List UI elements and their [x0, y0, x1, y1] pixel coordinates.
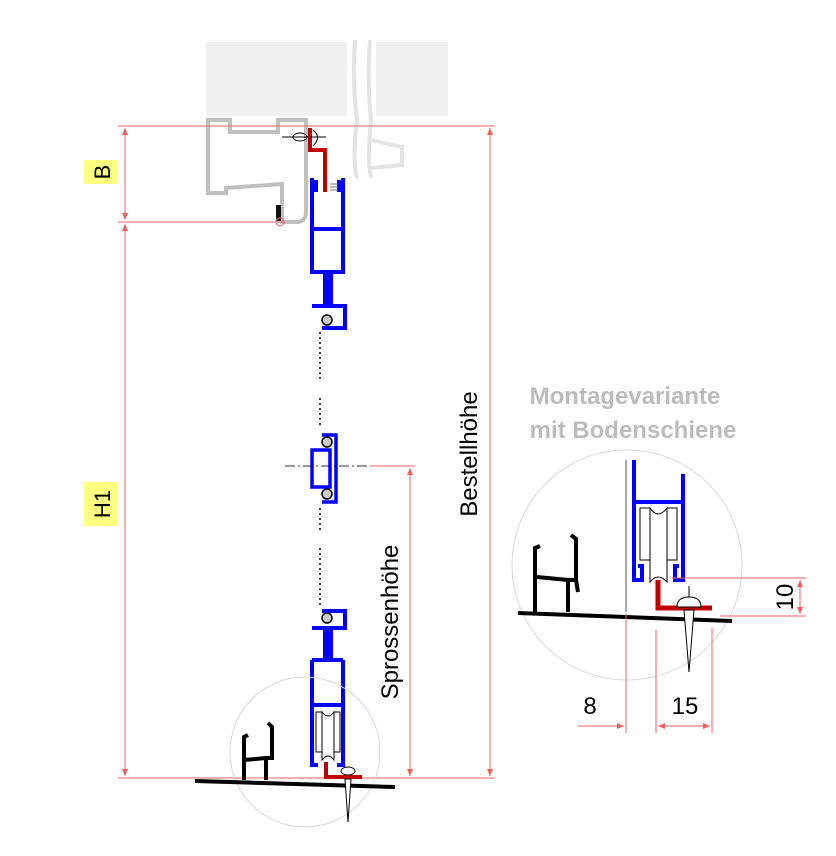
- variant-title-line-1: Montagevariante: [530, 383, 721, 410]
- bottom-profile: [310, 609, 347, 767]
- top-felt: [330, 183, 338, 191]
- detail-marker-circle: [229, 676, 381, 828]
- middle-connector: [310, 433, 338, 504]
- window-frame: [206, 39, 448, 224]
- bar-height-label: Sprossenhöhe: [377, 545, 404, 700]
- floor-line: [194, 779, 396, 789]
- dim-15-label: 15: [672, 693, 699, 720]
- detail-view: [511, 449, 743, 681]
- dimension-lines: [118, 125, 495, 779]
- floor-rail: [242, 721, 274, 780]
- b-label-highlight: [84, 160, 118, 184]
- h1-label-highlight: [84, 482, 118, 526]
- bottom-roller: [315, 710, 341, 762]
- order-height-label: Bestellhöhe: [456, 391, 483, 516]
- top-bracket: [282, 128, 327, 192]
- detail-dimension-lines: [578, 577, 806, 733]
- variant-title-line-2: mit Bodenschiene: [530, 417, 737, 444]
- floor-bracket: [324, 762, 362, 779]
- dim-10-label: 10: [772, 584, 799, 611]
- top-profile: [310, 178, 347, 330]
- h1-label: H1: [90, 490, 115, 518]
- dim-8-label: 8: [583, 693, 596, 720]
- b-label: B: [90, 165, 115, 180]
- floor-screw: [340, 766, 356, 823]
